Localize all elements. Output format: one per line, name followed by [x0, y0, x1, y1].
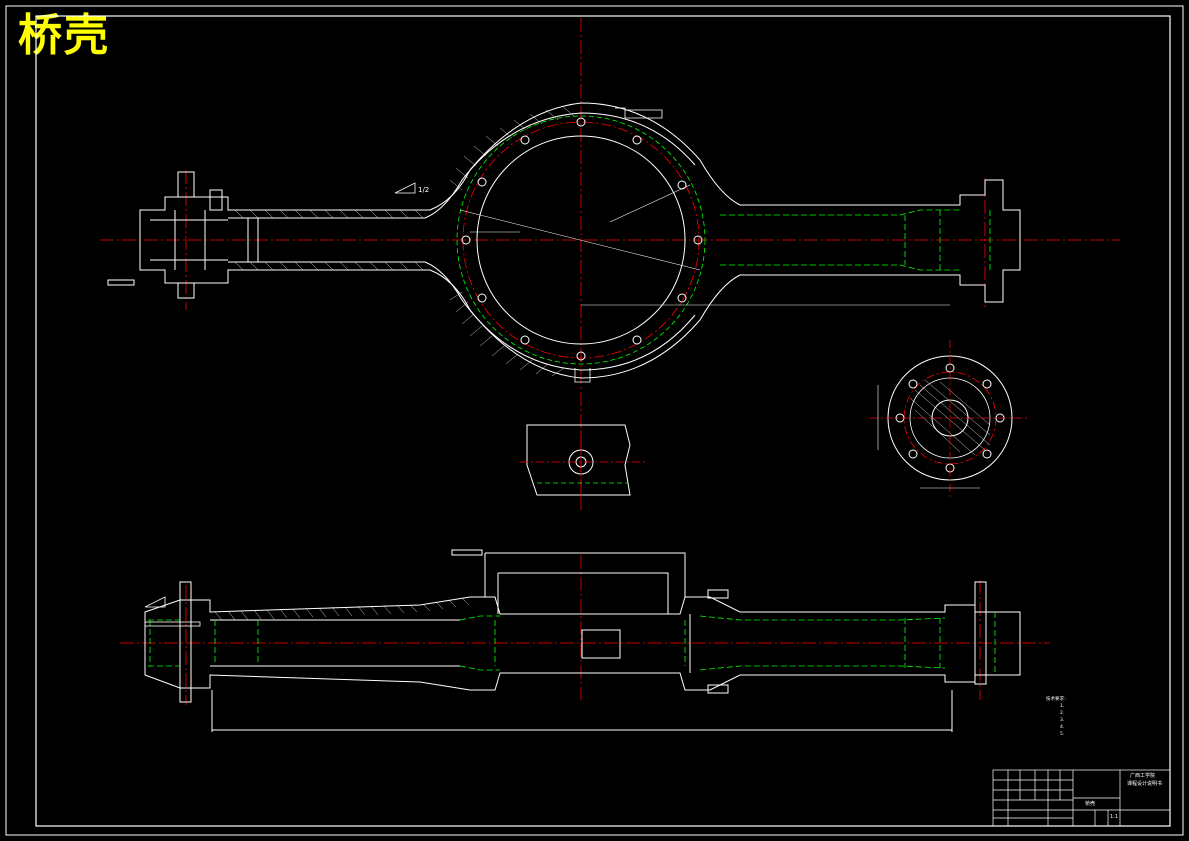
section-detail-view [520, 424, 648, 505]
technical-note-item: 5. [1060, 732, 1065, 737]
technical-note-item: 1. [1060, 704, 1065, 709]
drawing-title: 桥壳 [18, 10, 110, 61]
flange-end-view [870, 340, 1030, 500]
top-view: 1/2 [100, 18, 1120, 510]
drawing-frame [5, 5, 1184, 836]
front-view [120, 549, 1050, 732]
title-block [992, 769, 1171, 827]
title-block-part-name: 桥壳 [1085, 801, 1096, 807]
technical-notes-heading: 技术要求： [1046, 697, 1069, 702]
slope-label: 1/2 [418, 186, 429, 194]
technical-note-item: 2. [1060, 711, 1065, 716]
technical-note-item: 3. [1060, 718, 1065, 723]
technical-note-item: 4. [1060, 725, 1065, 730]
title-block-org-line2: 课程设计说明书 [1127, 781, 1163, 787]
title-block-org-line1: 广西工学院 [1130, 773, 1156, 779]
title-block-scale: 1:1 [1110, 814, 1119, 820]
